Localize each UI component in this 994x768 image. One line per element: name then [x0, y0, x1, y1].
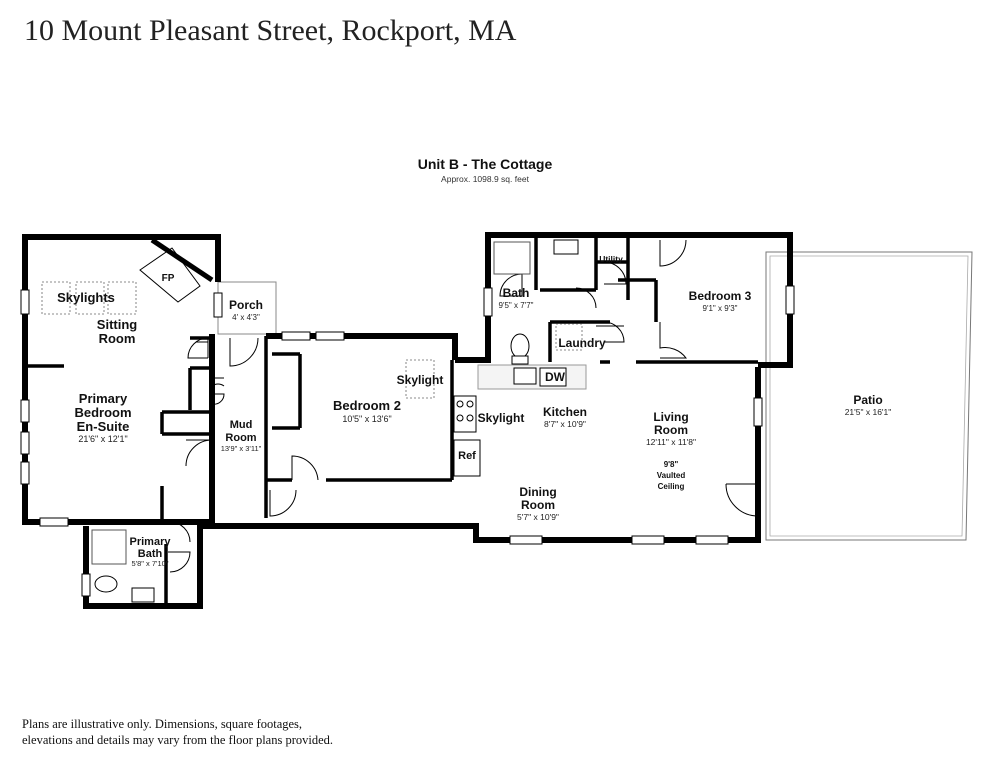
dishwasher-label: DW [545, 370, 566, 384]
primary-bedroom-name-1: Primary [79, 391, 128, 406]
bath-name: Bath [503, 286, 530, 300]
kitchen-dims: 8'7" x 10'9" [544, 419, 586, 429]
porch-name: Porch [229, 298, 263, 312]
primary-bedroom-name-3: En-Suite [77, 419, 130, 434]
fireplace-icon [139, 237, 214, 303]
living-room-name-1: Living [653, 410, 688, 424]
page-title: 10 Mount Pleasant Street, Rockport, MA [24, 14, 517, 47]
living-room-ceiling-2: Vaulted [657, 471, 686, 480]
primary-bath-name-1: Primary [130, 536, 172, 548]
bedroom2-dims: 10'5" x 13'6" [342, 414, 391, 424]
plan-area: Approx. 1098.9 sq. feet [441, 174, 529, 184]
mud-room-dims: 13'9" x 3'11" [221, 444, 262, 453]
disclaimer-line-2: elevations and details may vary from the… [22, 733, 334, 747]
sitting-room-name-2: Room [99, 331, 136, 346]
bedroom2-name: Bedroom 2 [333, 398, 401, 413]
dining-room-name-1: Dining [519, 485, 556, 499]
bath-fixtures [91, 239, 579, 603]
primary-bedroom-name-2: Bedroom [74, 405, 131, 420]
fireplace-label: FP [162, 273, 175, 284]
living-room-ceiling-3: Ceiling [658, 482, 685, 491]
dining-room-name-2: Room [521, 498, 555, 512]
refrigerator-label: Ref [458, 450, 476, 462]
porch-dims: 4' x 4'3" [232, 313, 260, 322]
living-room-dims: 12'11" x 11'8" [646, 437, 696, 447]
disclaimer-line-1: Plans are illustrative only. Dimensions,… [22, 717, 303, 731]
windows [20, 285, 795, 597]
living-room-name-2: Room [654, 423, 688, 437]
interior-walls [28, 238, 758, 606]
kitchen-name: Kitchen [543, 405, 587, 419]
plan-title: Unit B - The Cottage [417, 156, 553, 172]
bedroom3-name: Bedroom 3 [689, 289, 752, 303]
living-room-ceiling-1: 9'8" [664, 460, 679, 469]
bedroom2-skylight-label: Skylight [397, 373, 444, 387]
primary-bath-dims: 5'8" x 7'10" [132, 559, 169, 568]
disclaimer: Plans are illustrative only. Dimensions,… [22, 716, 402, 748]
mud-room-name-2: Room [225, 432, 256, 444]
utility-label: Utility [599, 254, 623, 264]
skylights-label: Skylights [57, 290, 115, 305]
bath-dims: 9'5" x 7'7" [499, 301, 534, 310]
laundry-label: Laundry [558, 336, 606, 350]
patio-area [765, 251, 973, 541]
kitchen-fixtures [453, 364, 587, 477]
mud-room-name-1: Mud [230, 419, 253, 431]
door-swings [168, 239, 759, 573]
primary-bath-name-2: Bath [138, 548, 163, 560]
primary-bedroom-dims: 21'6" x 12'1" [78, 434, 127, 444]
dining-room-dims: 5'7" x 10'9" [517, 512, 559, 522]
skylight-outlines [41, 281, 583, 399]
kitchen-skylight-label: Skylight [478, 411, 525, 425]
patio-name: Patio [853, 393, 882, 407]
sitting-room-name-1: Sitting [97, 317, 137, 332]
bedroom3-dims: 9'1" x 9'3" [703, 304, 738, 313]
patio-dims: 21'5" x 16'1" [845, 407, 892, 417]
